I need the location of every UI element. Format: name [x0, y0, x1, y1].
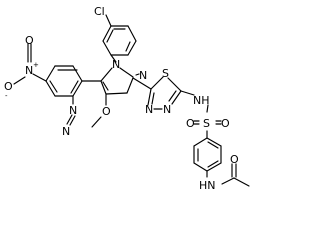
azo-n2-label: N: [62, 125, 70, 138]
azo-chain: [66, 95, 76, 126]
sulfonyl-oxygen-2-label: O: [221, 117, 230, 130]
nitro-oxygen-minus-label: O: [4, 80, 13, 93]
acetamide-group: [206, 163, 250, 187]
nitro-minus-charge: -: [5, 92, 8, 100]
chlorophenyl-ring: [102, 14, 137, 56]
sulfonamide-linker: [180, 90, 222, 125]
pyrazole-n2-label: N: [139, 69, 147, 82]
sulfonyl-sulfur-label: S: [203, 117, 210, 130]
thiadiazole-ring: [132, 76, 182, 110]
nitro-nitrogen-label: N: [25, 64, 33, 77]
methoxy-oxygen-label: O: [102, 105, 111, 118]
nitro-oxygen-label: O: [25, 34, 34, 47]
thiadiazole-n2-label: N: [145, 103, 153, 116]
phenylene-ring: [193, 130, 222, 172]
nitro-plus-charge: +: [33, 61, 39, 69]
pyrazole-ring: [100, 54, 140, 95]
nitrophenyl-ring: [45, 65, 102, 97]
amide-oxygen-label: O: [230, 153, 239, 166]
sulfonyl-oxygen-1-label: O: [186, 117, 195, 130]
sulfonamide-nh-label: NH: [193, 94, 210, 107]
methoxy-group: [91, 93, 107, 128]
thiadiazole-n1-label: N: [163, 103, 171, 116]
azo-n1-label: N: [69, 104, 77, 117]
amide-nh-label: HN: [199, 179, 216, 192]
thiadiazole-sulfur-label: S: [162, 67, 169, 80]
molecule-diagram: Cl N N O N + O - O N N S NH N N S O O HN…: [4, 5, 250, 192]
nitro-group: [13, 43, 47, 85]
pyrazole-n1-label: N: [112, 58, 120, 71]
chlorine-label: Cl: [94, 5, 105, 18]
structure-drawing: Cl N N O N + O - O N N S NH N N S O O HN…: [4, 5, 250, 192]
